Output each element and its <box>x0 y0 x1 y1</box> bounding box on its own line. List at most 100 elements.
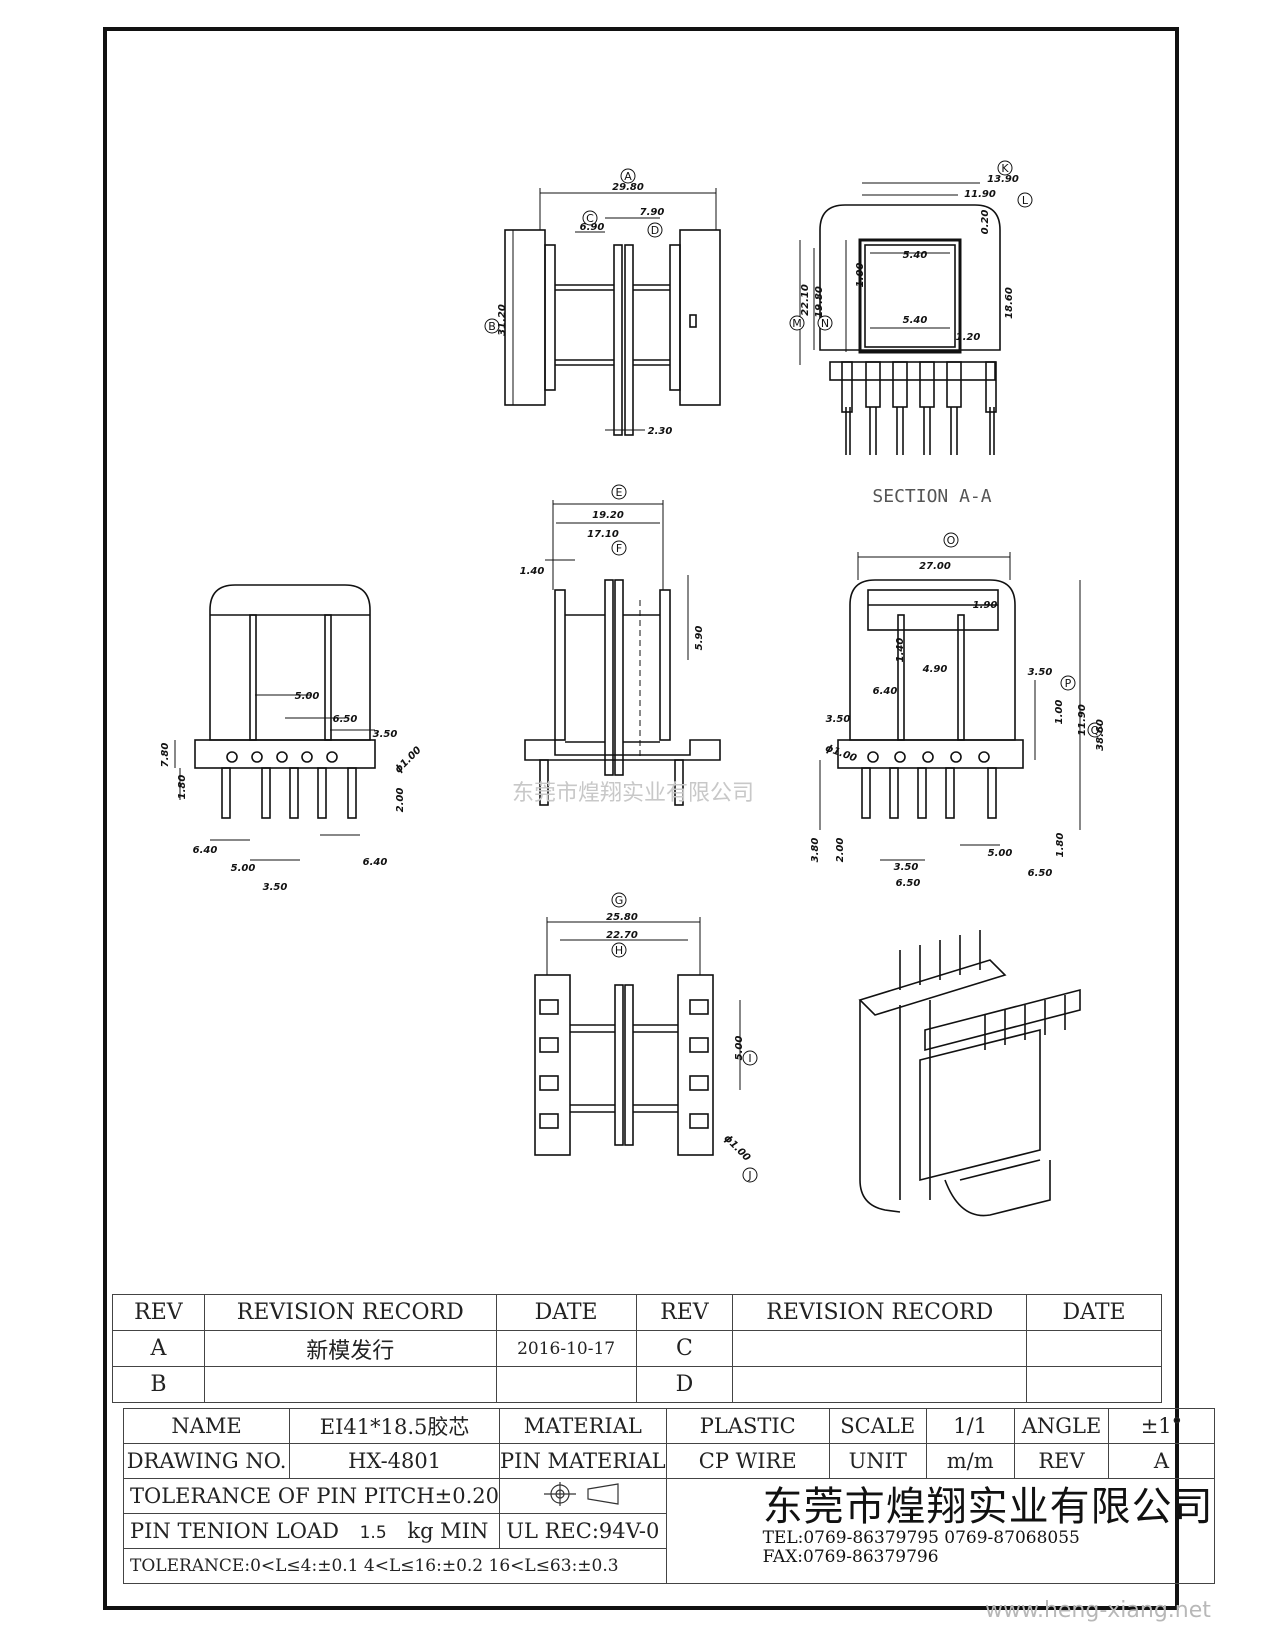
angle-value: ±1° <box>1108 1408 1215 1444</box>
callout-E: E <box>616 486 623 499</box>
drawing-no-label: DRAWING NO. <box>122 1443 291 1479</box>
dim-inner-top: 5.40 <box>903 250 928 261</box>
dim-left-wall: 1.00 <box>855 263 866 288</box>
callout-H: H <box>615 944 623 957</box>
revision-record-cell <box>732 1366 1028 1403</box>
rev-label: REV <box>1013 1443 1110 1479</box>
section-label: SECTION A-A <box>872 486 991 507</box>
dim-M: 22.10 <box>800 284 811 316</box>
dim-fr-w1: 1.90 <box>973 600 998 611</box>
dim-fl-dia: ϕ1.00 <box>393 745 424 776</box>
rev-cell: D <box>635 1366 734 1403</box>
front-view-left <box>174 584 376 861</box>
side-view <box>524 500 721 806</box>
dim-H: 22.70 <box>606 930 638 941</box>
revision-header-row: REV REVISION RECORD DATE REV REVISION RE… <box>112 1294 1162 1331</box>
dim-fr-b3: 5.00 <box>988 848 1013 859</box>
company-tel: TEL:0769-86379795 0769-87068055 <box>762 1528 1080 1548</box>
unit-label: UNIT <box>828 1443 927 1479</box>
dim-fr-P1: 1.00 <box>1054 700 1065 725</box>
table-row: A 新模发行 2016-10-17 C <box>112 1330 1162 1367</box>
tolerance-general: TOLERANCE:0<L≤4:±0.1 4<L≤16:±0.2 16<L≤63… <box>123 1548 667 1584</box>
dim-fl-b1: 6.40 <box>193 845 218 856</box>
projection-icon <box>543 1481 619 1506</box>
dim-F: 17.10 <box>587 529 619 540</box>
dim-inner-bot: 5.40 <box>903 315 928 326</box>
dim-P: 11.90 <box>1077 704 1088 736</box>
dim-fr-b1: 3.50 <box>894 862 919 873</box>
front-view-right <box>819 552 1081 861</box>
date-cell <box>1026 1330 1162 1367</box>
dim-fr-w6: 3.50 <box>826 714 851 725</box>
bottom-view <box>534 917 741 1156</box>
callout-B: B <box>488 320 496 333</box>
rev-header: REV <box>112 1294 205 1331</box>
dim-E: 19.20 <box>592 510 624 521</box>
callout-Q: Q <box>1091 724 1100 737</box>
date-cell <box>1026 1366 1162 1403</box>
ul-rec: UL REC:94V-0 <box>499 1513 667 1549</box>
dim-fr-b2: 6.50 <box>896 878 921 889</box>
dim-side-h: 5.90 <box>694 626 705 651</box>
callout-J: J <box>747 1169 751 1182</box>
dim-fl-h3: 2.00 <box>395 788 406 813</box>
name-label: NAME <box>122 1408 291 1444</box>
dim-fl-b4: 6.40 <box>363 857 388 868</box>
rev-cell: A <box>112 1330 205 1367</box>
dim-B: 31.20 <box>497 304 508 336</box>
callout-I: I <box>748 1052 751 1065</box>
pin-material-value: CP WIRE <box>665 1443 830 1479</box>
dim-fr-dia: ϕ1.00 <box>824 743 858 765</box>
top-view <box>504 188 721 436</box>
material-value: PLASTIC <box>665 1408 830 1444</box>
dim-fr-v3: 1.80 <box>1055 833 1066 858</box>
rev-cell: B <box>112 1366 205 1403</box>
dim-fl-h1: 7.80 <box>160 743 171 768</box>
dim-right: 18.60 <box>1004 287 1015 319</box>
tolerance-pin-pitch: TOLERANCE OF PIN PITCH±0.20 <box>122 1478 501 1514</box>
revision-record-cell: 新模发行 <box>203 1330 497 1367</box>
date-header: DATE <box>1026 1294 1162 1331</box>
dim-L: 11.90 <box>964 189 996 200</box>
dim-D: 7.90 <box>640 207 665 218</box>
dim-I: 5.00 <box>734 1036 745 1061</box>
projection-symbol <box>499 1478 667 1514</box>
callout-O: O <box>947 534 956 547</box>
company-name: 东莞市煌翔实业有限公司 <box>762 1484 1214 1530</box>
pin-material-label: PIN MATERIAL <box>499 1443 667 1479</box>
material-label: MATERIAL <box>499 1408 667 1444</box>
dim-fl-p3: 3.50 <box>373 729 398 740</box>
drawing-frame <box>103 27 1179 1610</box>
rev-value: A <box>1108 1443 1215 1479</box>
pin-load-suffix: kg MIN <box>407 1519 489 1543</box>
dim-fl-p2: 6.50 <box>333 714 358 725</box>
unit-value: m/m <box>925 1443 1015 1479</box>
callout-D: D <box>651 224 659 237</box>
revision-record-cell <box>203 1366 497 1403</box>
dim-fl-h2: 1.80 <box>177 775 188 800</box>
date-cell <box>495 1366 637 1403</box>
dim-A: 29.80 <box>612 182 644 193</box>
callout-L: L <box>1022 194 1029 207</box>
callout-F: F <box>616 542 622 555</box>
callout-P: P <box>1065 677 1072 690</box>
dim-fr-b4: 6.50 <box>1028 868 1053 879</box>
revision-record-header: REVISION RECORD <box>732 1294 1028 1331</box>
date-header: DATE <box>495 1294 637 1331</box>
dim-r: 1.20 <box>956 332 981 343</box>
dim-fr-w5: 6.40 <box>873 686 898 697</box>
callout-N: N <box>821 317 829 330</box>
callout-K: K <box>1001 162 1009 175</box>
dim-fr-w3: 4.90 <box>922 664 948 675</box>
scale-value: 1/1 <box>925 1408 1015 1444</box>
callout-A: A <box>624 170 632 183</box>
dim-flange: 1.40 <box>520 566 545 577</box>
callout-G: G <box>615 894 624 907</box>
revision-table: REV REVISION RECORD DATE REV REVISION RE… <box>112 1294 1162 1403</box>
name-value: EI41*18.5胶芯 <box>289 1408 501 1444</box>
table-row: B D <box>112 1366 1162 1403</box>
dim-K: 13.90 <box>987 174 1019 185</box>
dim-fr-v1: 3.80 <box>810 838 821 863</box>
dim-fr-v2: 2.00 <box>835 838 846 863</box>
date-cell: 2016-10-17 <box>495 1330 637 1367</box>
